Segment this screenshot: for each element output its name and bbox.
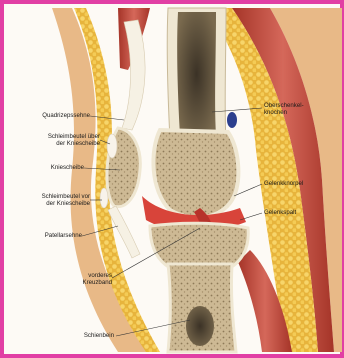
label-gelenkknorpel: Gelenkknorpel — [264, 180, 303, 187]
label-oberschenkelknochen: Oberschenkel- knochen — [264, 102, 304, 116]
femur-marrow — [177, 12, 216, 136]
label-kreuzband-line2: Kreuzband — [70, 279, 112, 286]
label-oberschenkel-line2: knochen — [264, 109, 304, 116]
label-schleimbeutel-ueber: Schleimbeutel über der Kniescheibe — [16, 133, 100, 147]
label-schleimbeutel-vor: Schleimbeutel vor der Kniescheibe — [14, 193, 90, 207]
tibia-marrow — [186, 306, 214, 346]
label-schleimbeutel-ueber-line2: der Kniescheibe — [16, 140, 100, 147]
bursa-prepatellar — [100, 188, 108, 208]
label-quadrizepssehne: Quadrizepssehne — [30, 112, 90, 119]
label-vorderes-kreuzband: vorderes Kreuzband — [70, 272, 112, 286]
popliteal-vessel — [227, 112, 237, 128]
label-schleimbeutel-ueber-line1: Schleimbeutel über — [16, 133, 100, 140]
tibia-plateau — [150, 223, 248, 268]
label-schleimbeutel-vor-line2: der Kniescheibe — [14, 200, 90, 207]
label-schienbein: Schienbein — [70, 332, 114, 339]
bursa-suprapatellar — [107, 134, 117, 158]
label-patellarsehne: Patellarsehne — [24, 232, 82, 239]
label-kniescheibe: Kniescheibe — [30, 164, 84, 171]
label-kreuzband-line1: vorderes — [70, 272, 112, 279]
label-oberschenkel-line1: Oberschenkel- — [264, 102, 304, 109]
femur-condyle — [153, 130, 238, 217]
label-gelenkspalt: Gelenkspalt — [264, 209, 296, 216]
label-schleimbeutel-vor-line1: Schleimbeutel vor — [14, 193, 90, 200]
